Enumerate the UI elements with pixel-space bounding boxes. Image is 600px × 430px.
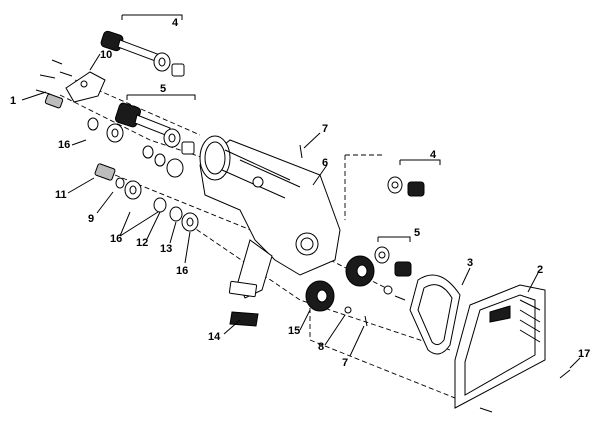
belt-cover	[454, 284, 546, 409]
callout-13: 13	[160, 243, 172, 255]
drive-belt	[409, 274, 461, 355]
foot-pad	[229, 311, 259, 327]
callout-8: 8	[318, 341, 324, 353]
callout-3: 3	[467, 257, 473, 269]
callout-16-left: 16	[58, 139, 70, 151]
callout-7-top: 7	[322, 123, 328, 135]
callout-16-mid: 16	[110, 233, 122, 245]
callout-9: 9	[88, 213, 94, 225]
bearing-assembly-right	[374, 176, 425, 301]
small-gear-part-1	[44, 93, 64, 109]
mounting-plate	[35, 59, 106, 103]
shaft-gear-assembly-top	[100, 30, 185, 77]
callout-12: 12	[136, 237, 148, 249]
callout-4-top: 4	[172, 17, 179, 29]
callout-7-bottom: 7	[342, 357, 348, 369]
callout-6: 6	[322, 157, 328, 169]
callout-5-top: 5	[160, 83, 166, 95]
callout-15: 15	[288, 325, 300, 337]
callout-5-right: 5	[414, 227, 420, 239]
callout-17: 17	[578, 348, 590, 360]
screws	[299, 144, 571, 413]
callout-leaders	[21, 14, 581, 369]
callout-1: 1	[10, 95, 16, 107]
rollers	[305, 255, 393, 314]
shaft-gear-assembly-middle	[87, 102, 195, 155]
main-housing	[199, 135, 341, 299]
callout-16-right: 16	[176, 265, 188, 277]
callout-4-right: 4	[430, 149, 437, 161]
callout-10: 10	[100, 49, 112, 61]
callout-numbers: 4 10 1 5 16 11 9 16 12 13 16 7 6 4 5 3 2…	[10, 17, 590, 369]
callout-14: 14	[208, 331, 221, 343]
lower-shaft-parts	[94, 145, 199, 232]
callout-11: 11	[55, 189, 67, 201]
callout-2: 2	[537, 264, 543, 276]
